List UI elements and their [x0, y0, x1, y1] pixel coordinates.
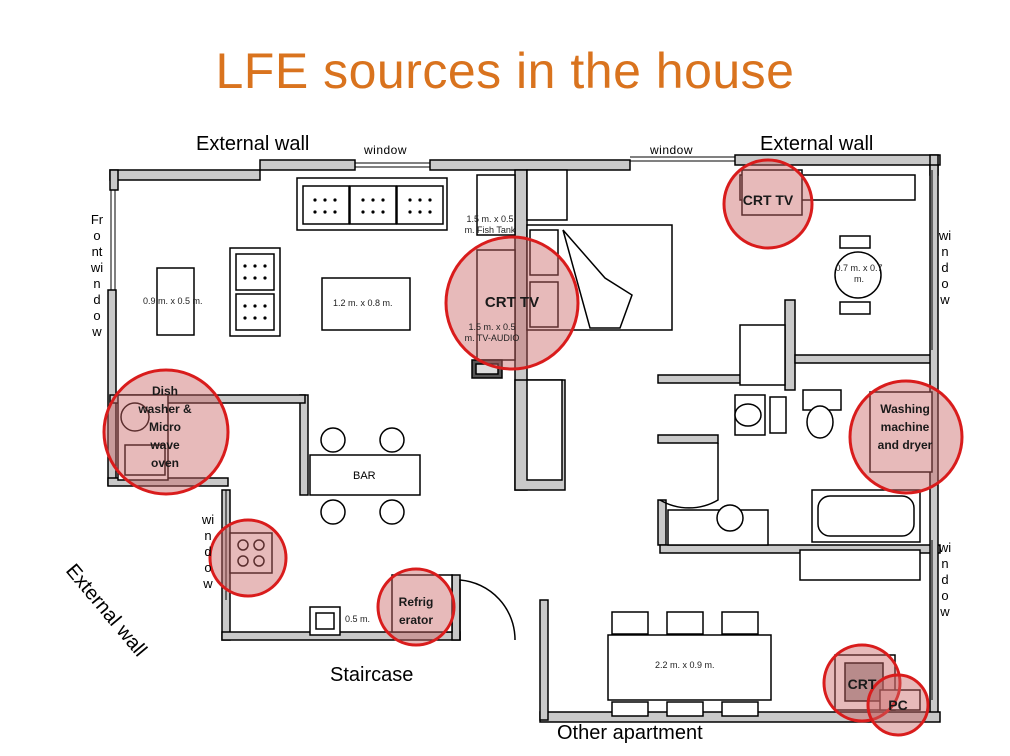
- staircase-label: Staircase: [330, 664, 414, 686]
- dimension-label: 1.2 m. x 0.8 m.: [333, 298, 393, 308]
- tv-audio-cabinet: [476, 249, 516, 361]
- bar-counter: [309, 454, 421, 496]
- dimension-label: 2.2 m. x 0.9 m.: [655, 660, 715, 670]
- fish-tank: [476, 174, 516, 236]
- window-label: window: [938, 228, 952, 307]
- source-crt-tv-living: [444, 235, 580, 371]
- other-apartment-label: Other apartment: [557, 722, 703, 744]
- source-pc: [866, 673, 930, 737]
- lfe-sources: [102, 158, 964, 737]
- external-wall-label: External wall: [196, 133, 310, 155]
- source-dishwasher-microwave: [102, 368, 230, 496]
- sofa-left: [229, 247, 281, 337]
- dimension-label: 0.7 m. x 0.7 m.: [835, 263, 883, 284]
- dimension-label: 0.9 m. x 0.5 m.: [143, 296, 203, 306]
- source-label: CRT TV: [484, 294, 540, 311]
- source-label: CRT TV: [742, 192, 794, 208]
- source-refrigerator: [376, 567, 456, 647]
- source-label: Dish washer & Micro wave oven: [138, 384, 192, 470]
- page-title: LFE sources in the house: [215, 43, 795, 99]
- coffee-table: [321, 277, 411, 331]
- source-washing-machine: [848, 379, 964, 495]
- source-label: Refrig erator: [398, 595, 434, 627]
- table-small: [156, 267, 195, 336]
- source-crt-tv-bedroom: [722, 158, 814, 250]
- dimension-label: 1.5 m. x 0.5 m. TV-AUDIO: [464, 322, 520, 343]
- front-window-label: Front window: [90, 212, 104, 339]
- dining-table: [607, 634, 772, 701]
- source-crt: [822, 643, 902, 723]
- sofa-top: [296, 177, 448, 231]
- window-label: window: [364, 143, 408, 157]
- window-label: window: [201, 512, 215, 591]
- external-wall-label: External wall: [760, 133, 874, 155]
- window-label: window: [938, 540, 952, 619]
- stove: [229, 532, 273, 574]
- refrigerator: [391, 574, 453, 633]
- bar-label: BAR: [353, 470, 376, 482]
- source-label: Washing machine and dryer: [877, 402, 933, 452]
- source-stove: [208, 518, 288, 598]
- window-label: window: [650, 143, 694, 157]
- dimension-label: 1.5 m. x 0.5 m. Fish Tank: [464, 214, 516, 235]
- dimension-label: 0.5 m.: [345, 614, 371, 624]
- source-label: PC: [888, 697, 908, 713]
- source-label: CRT: [847, 676, 877, 692]
